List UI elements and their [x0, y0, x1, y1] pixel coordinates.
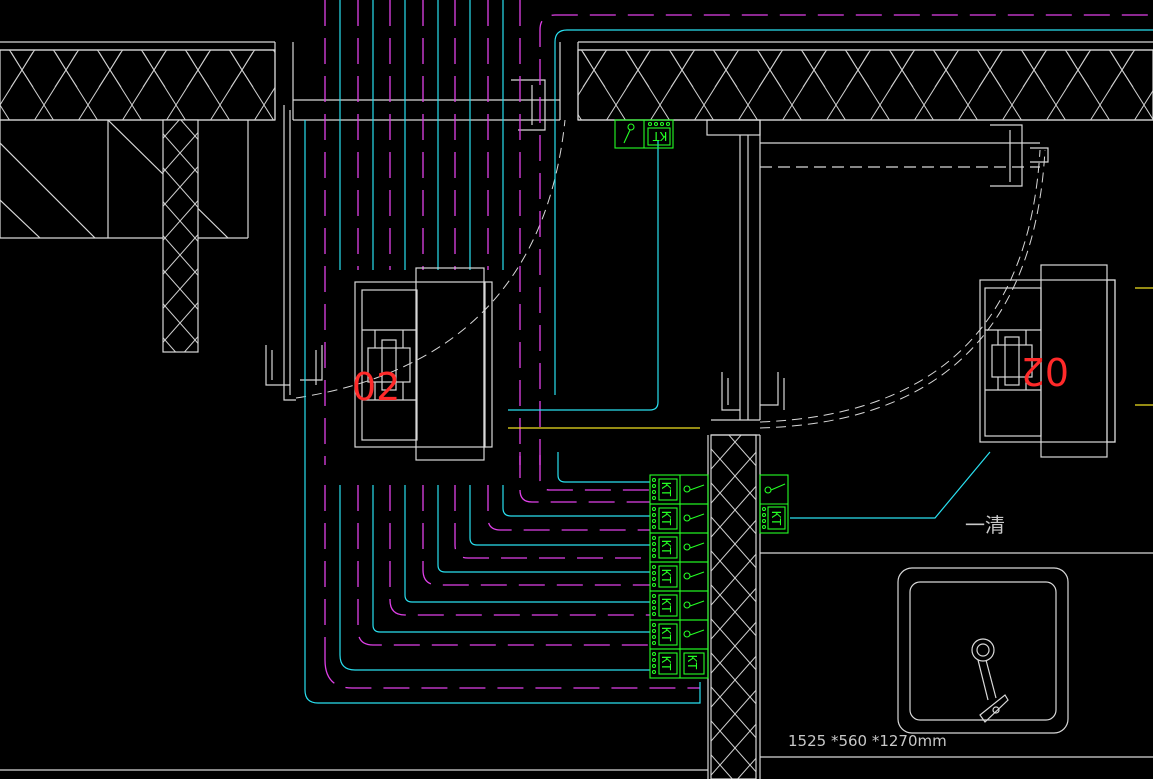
socket-icon: [651, 622, 678, 646]
annotation-label: 一清: [965, 513, 1005, 537]
socket-icon: [651, 506, 678, 530]
switch-icon: [683, 600, 705, 609]
switch-icon: [764, 483, 786, 494]
partition-wall: [710, 434, 757, 779]
kt-label-top: KT: [653, 129, 667, 143]
top-wall-left: [0, 49, 276, 121]
walls: [0, 41, 1153, 779]
dimension-label: 1525 *560 *1270mm: [788, 732, 947, 750]
kt-stack-label: KT: [659, 598, 673, 612]
socket-icon: [651, 651, 678, 675]
switch-icon: [683, 629, 705, 638]
left-column: [162, 119, 199, 353]
kt-stack-item[interactable]: [649, 648, 709, 679]
socket-icon: [647, 121, 671, 146]
top-wall-right: [577, 49, 1153, 121]
socket-icon: [683, 652, 705, 675]
door-handles: [265, 79, 1049, 411]
socket-icon: [651, 593, 678, 617]
kt-stack-item[interactable]: [649, 474, 709, 505]
kt-stack-label: KT: [659, 656, 673, 670]
switch-icon: [683, 484, 705, 493]
switch-icon: [683, 513, 705, 522]
switch-icon: [683, 571, 705, 580]
unit-tag-left: 02: [352, 365, 400, 409]
equipment-unit-right: [979, 264, 1116, 458]
kt-stack-item[interactable]: [649, 619, 709, 650]
socket-icon: [651, 564, 678, 588]
kt-stack-item[interactable]: [649, 590, 709, 621]
socket-icon: [761, 506, 786, 530]
unit-tag-right: 02: [1021, 349, 1069, 393]
socket-icon: [651, 535, 678, 559]
equipment-unit-left: [354, 267, 493, 461]
kt-label-right: KT: [769, 511, 783, 525]
magenta-pipes: [324, 0, 1153, 689]
kt-stack-item[interactable]: [649, 561, 709, 592]
kt-stack-label: KT: [659, 511, 673, 525]
kt-panel-top[interactable]: [614, 119, 674, 149]
cyan-pipes: [304, 0, 1153, 704]
kt-stack-label: KT: [659, 569, 673, 583]
kt-stack-item[interactable]: [649, 503, 709, 534]
yellow-marks: [508, 287, 1153, 429]
kt-stack: KT KT KT KT KT KT KT KT: [649, 474, 709, 679]
switch-icon: [623, 123, 635, 144]
switch-icon: [683, 542, 705, 551]
kt-stack-item[interactable]: [649, 532, 709, 563]
kt-stack-label: KT: [659, 627, 673, 641]
faucet-icon: [971, 638, 1009, 723]
kt-stack-label: KT: [659, 482, 673, 496]
kt-panel-right[interactable]: [759, 474, 789, 534]
socket-icon: [651, 477, 678, 501]
sink-fixture: [897, 567, 1069, 734]
kt-stack-label: KT: [685, 655, 699, 669]
kt-stack-label: KT: [659, 540, 673, 554]
